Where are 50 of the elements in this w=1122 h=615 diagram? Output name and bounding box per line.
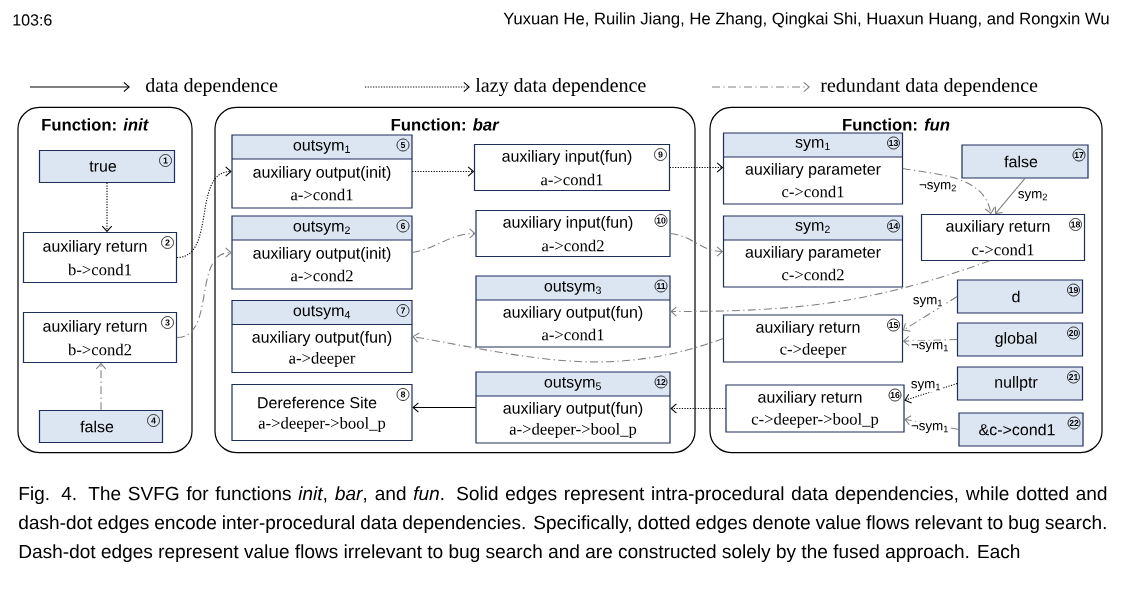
arrow [412, 402, 477, 413]
arrow [176, 247, 232, 339]
process-box: auxiliary return c->cond1 18 [920, 213, 1086, 262]
edge-label: sym$_{1}$ [909, 379, 943, 393]
figure-caption: Fig. 4. The SVFG for functions init, bar, and fun. Solid edges represent intra-procedural data dependencies, while dotted and dash-dot edges encode inter-procedural data dependencies. Specifically, dotted edges denote value flows relevant to bug search. Dash-dot edges represent value flows irrelevant to bug search and are constructed solely by the fused approach. Each [19, 486, 1107, 563]
symbol-box: sym$_{1}$ auxiliary parameter c->cond1 13 [722, 132, 904, 205]
edge-label: ¬sym$_{2}$ [917, 180, 959, 194]
arrow [902, 295, 958, 332]
arrow [95, 362, 107, 411]
arrow [994, 177, 1026, 215]
edge-label: ¬sym$_{1}$ [909, 340, 951, 354]
page-number: 103:6 [13, 14, 52, 26]
process-box: auxiliary input(fun) a->cond1 9 [473, 143, 671, 192]
edge-label: ¬sym$_{1}$ [909, 421, 951, 435]
arrow [670, 403, 727, 414]
process-box: auxiliary input(fun) a->cond2 10 [475, 209, 671, 258]
value-box: global 20 [956, 322, 1084, 357]
legend-label: lazy data dependence [475, 77, 646, 97]
symbol-box: outsym$_{2}$ auxiliary output(init) a->cond2 6 [231, 215, 413, 290]
process-box: auxiliary return b->cond2 3 [22, 311, 178, 364]
value-box: false 17 [961, 144, 1089, 179]
arrow [902, 335, 958, 347]
arrow [902, 167, 996, 215]
process-box: auxiliary return b->cond1 2 [22, 231, 178, 284]
symbol-box: outsym$_{5}$ auxiliary output(fun) a->deeper->bool_p 12 [475, 371, 671, 444]
arrow [101, 182, 113, 233]
edge-label: sym$_{1}$ [911, 295, 945, 309]
symbol-box: outsym$_{1}$ auxiliary output(init) a->cond1 5 [231, 134, 413, 209]
edge-label: sym$_{2}$ [1016, 189, 1050, 203]
value-box: d 19 [956, 279, 1084, 314]
value-box: nullptr 21 [956, 366, 1084, 401]
legend-label: redundant data dependence [820, 77, 1038, 97]
process-box: Dereference Site a->deeper->bool_p 8 [231, 383, 413, 442]
value-box: true 1 [38, 149, 176, 184]
process-box: auxiliary return c->deeper->bool_p 16 [725, 384, 905, 433]
arrow [176, 166, 232, 259]
symbol-box: sym$_{2}$ auxiliary parameter c->cond2 14 [722, 215, 904, 288]
symbol-box: outsym$_{4}$ auxiliary output(fun) a->deeper 7 [231, 299, 413, 374]
arrow [411, 228, 476, 254]
arrow [669, 162, 724, 173]
legend-label: data dependence [146, 77, 278, 97]
value-box: false 4 [38, 409, 164, 444]
process-box: auxiliary return c->deeper 15 [722, 314, 904, 363]
arrow [412, 332, 724, 363]
arrow [669, 232, 724, 257]
symbol-box: outsym$_{3}$ auxiliary output(fun) a->cond1 11 [475, 275, 671, 348]
arrow [411, 166, 475, 177]
value-box: &c->cond1 22 [958, 412, 1084, 447]
arrow [904, 382, 958, 404]
author-list: Yuxuan He, Ruilin Jiang, He Zhang, Qingkai Shi, Huaxun Huang, and Rongxin Wu [503, 12, 1109, 28]
